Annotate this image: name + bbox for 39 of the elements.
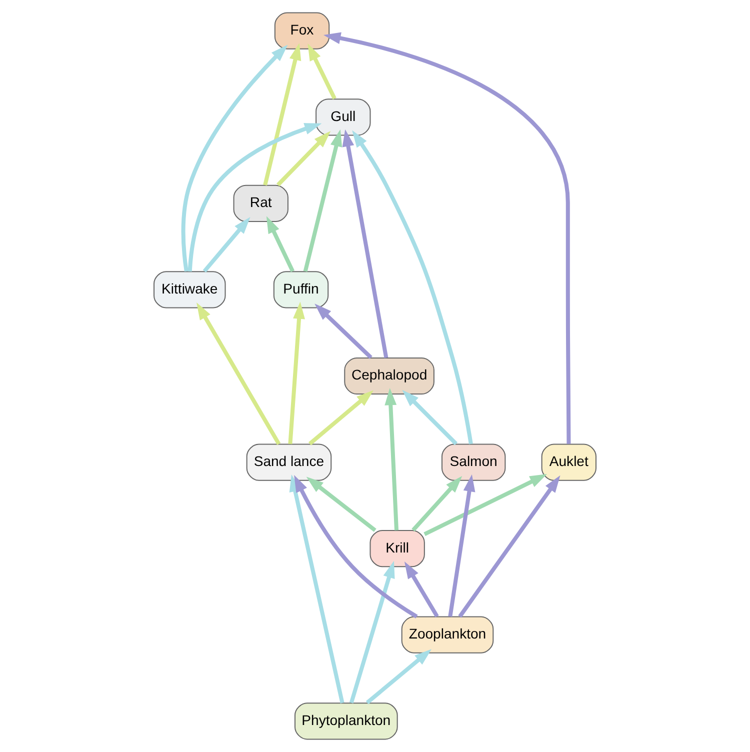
arrow xyxy=(202,216,250,273)
arrow xyxy=(352,130,473,444)
arrow xyxy=(303,129,342,272)
arrow xyxy=(181,44,288,272)
node-box: Kittiwake xyxy=(154,271,226,308)
node-box: Puffin xyxy=(273,271,329,308)
arrow xyxy=(266,216,294,272)
arrow xyxy=(349,560,395,704)
node-box: Krill xyxy=(370,530,425,568)
node-box: Auklet xyxy=(541,444,596,481)
node-box: Fox xyxy=(274,12,330,50)
node-box: Cephalopod xyxy=(344,357,434,395)
node-box: Salmon xyxy=(441,444,506,481)
arrow xyxy=(366,649,432,704)
arrow xyxy=(342,129,388,358)
arrow xyxy=(402,390,458,446)
node-box: Sand lance xyxy=(246,444,332,481)
node-box: Zooplankton xyxy=(401,616,494,654)
arrow xyxy=(424,474,548,536)
node-box: Rat xyxy=(233,184,288,222)
arrow xyxy=(289,474,344,704)
arrow xyxy=(384,388,399,530)
arrow xyxy=(448,474,476,617)
arrow xyxy=(404,562,439,618)
arrow xyxy=(458,475,560,618)
node-box: Phytoplankton xyxy=(294,702,398,740)
arrow xyxy=(288,302,305,444)
arrow xyxy=(196,302,281,445)
arrow xyxy=(294,475,418,618)
arrow xyxy=(263,43,302,186)
arrow xyxy=(308,390,374,446)
arrow xyxy=(306,476,376,532)
arrow xyxy=(323,32,571,444)
arrow xyxy=(188,123,322,272)
arrow xyxy=(308,44,336,100)
arrow xyxy=(276,130,331,186)
node-box: Gull xyxy=(316,98,371,136)
arrow xyxy=(412,476,462,532)
arrow xyxy=(314,304,372,359)
